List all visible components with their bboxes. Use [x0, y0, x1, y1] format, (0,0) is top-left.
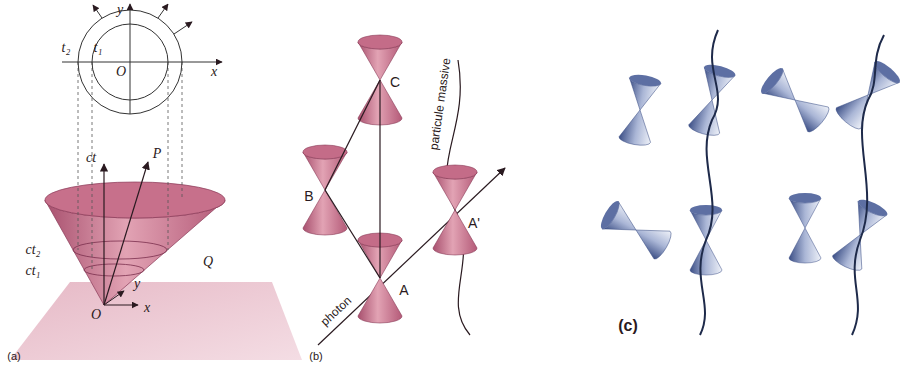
- photon-label: photon: [318, 294, 353, 328]
- event-label: B: [304, 189, 313, 203]
- origin-label: O: [91, 308, 101, 322]
- axis-label: t₂: [62, 41, 71, 55]
- axis-label: x: [144, 301, 150, 315]
- panel-label: (c): [618, 318, 638, 334]
- axis-label: t₁: [94, 41, 103, 55]
- event-label: A': [468, 216, 480, 230]
- origin-label: O: [116, 65, 126, 79]
- axis-label: ct: [86, 151, 96, 165]
- axis-label: y: [134, 277, 140, 291]
- axis-label: y: [117, 3, 123, 17]
- panel-label: (b): [309, 351, 322, 362]
- worldline-label: particule massive: [428, 57, 453, 150]
- point-label: P: [153, 147, 162, 161]
- plane-label: Q: [203, 255, 213, 269]
- axis-label: x: [211, 65, 217, 79]
- slice-label: ct₂: [26, 243, 41, 257]
- slice-label: ct₁: [26, 264, 41, 278]
- event-label: C: [390, 75, 400, 89]
- panel-label: (a): [7, 351, 20, 362]
- event-label: A: [399, 283, 408, 297]
